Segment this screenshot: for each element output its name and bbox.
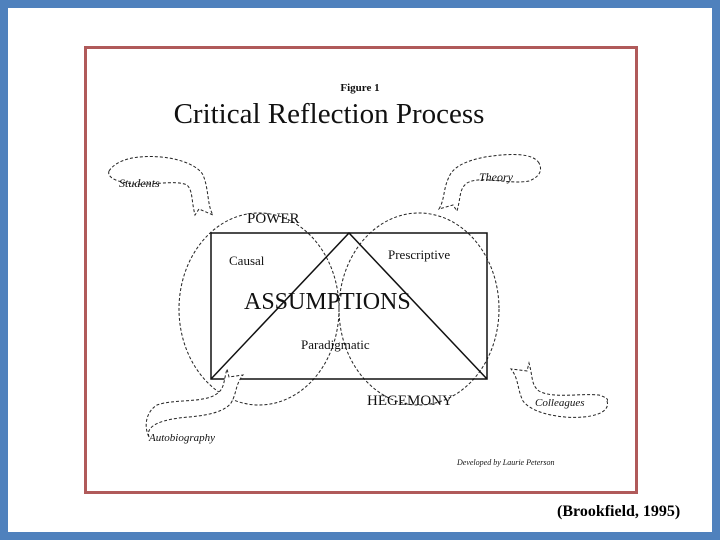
hegemony-circle (338, 212, 500, 406)
citation: (Brookfield, 1995) (557, 503, 681, 520)
causal-label: Causal (229, 253, 265, 268)
figure-label: Figure 1 (340, 82, 379, 94)
hegemony-label: HEGEMONY (367, 393, 453, 409)
theory-label: Theory (479, 170, 514, 184)
power-label: POWER (247, 211, 300, 227)
paradigmatic-label: Paradigmatic (301, 337, 370, 352)
critical-reflection-diagram: Figure 1 Critical Reflection Process POW… (108, 82, 608, 467)
autobiography-arrow (145, 367, 245, 438)
figure-card: Figure 1 Critical Reflection Process POW… (84, 46, 638, 494)
credit-text: Developed by Laurie Peterson (456, 458, 555, 467)
theory-arrow (437, 154, 542, 213)
students-label: Students (119, 176, 160, 190)
prescriptive-label: Prescriptive (388, 247, 450, 262)
autobiography-label: Autobiography (148, 432, 215, 444)
diagram-title: Critical Reflection Process (174, 98, 485, 130)
assumptions-triangle (210, 231, 488, 380)
colleagues-label: Colleagues (535, 397, 585, 409)
colleagues-arrow (509, 361, 608, 418)
students-arrow (108, 156, 215, 217)
assumptions-label: ASSUMPTIONS (244, 289, 411, 315)
